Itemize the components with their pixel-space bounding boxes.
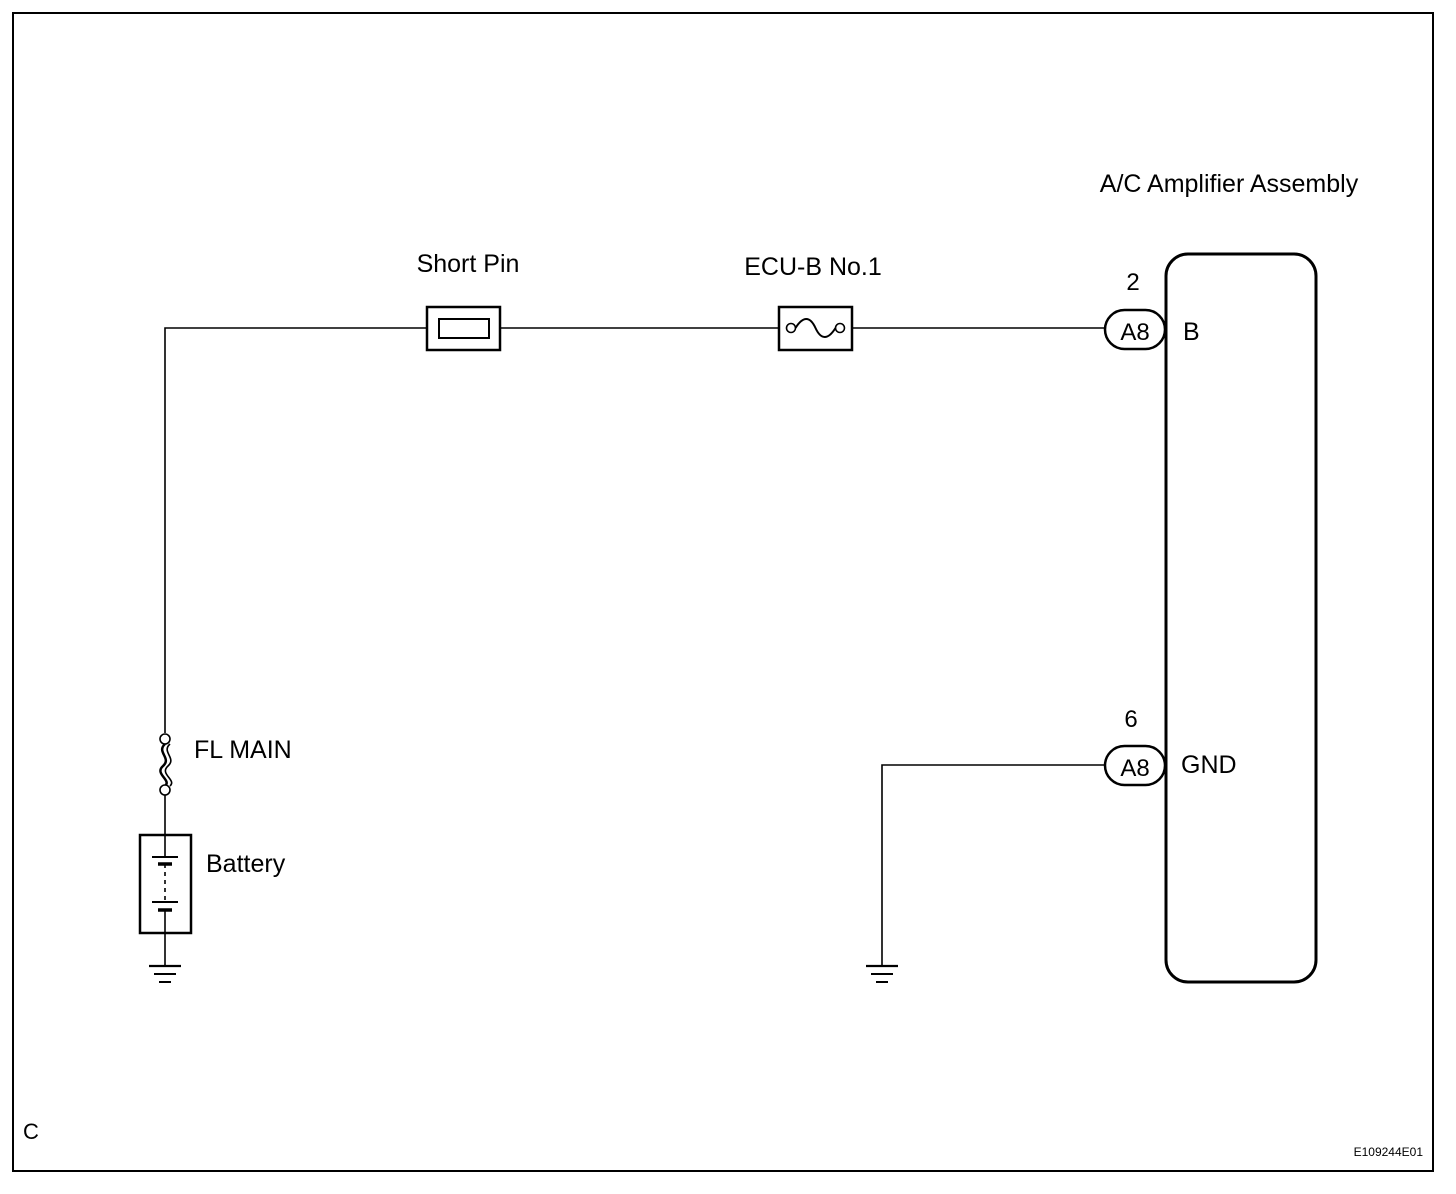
connector-bottom-name: A8	[1120, 755, 1149, 782]
short-pin-label: Short Pin	[417, 250, 520, 278]
ground-wire	[881, 764, 1105, 966]
connector-top: A8	[1103, 308, 1167, 351]
terminal-b-label: B	[1183, 318, 1200, 346]
corner-letter: C	[23, 1119, 39, 1144]
diagram-frame	[12, 12, 1434, 1172]
figure-code: E109244E01	[1354, 1145, 1424, 1159]
ground-symbol-right	[866, 964, 898, 983]
ground-symbol-left	[149, 964, 181, 983]
connector-bottom: A8	[1103, 744, 1167, 787]
ecu-b-fuse-label: ECU-B No.1	[744, 253, 882, 281]
fl-main-label: FL MAIN	[194, 736, 292, 764]
fl-main-fusible-link	[159, 733, 173, 796]
connector-bottom-pin: 6	[1124, 706, 1137, 733]
amplifier-label: A/C Amplifier Assembly	[1100, 170, 1359, 198]
supply-wire	[164, 327, 427, 733]
battery-label: Battery	[206, 850, 286, 878]
connector-top-name: A8	[1120, 319, 1149, 346]
ecu-b-fuse-symbol	[777, 305, 854, 352]
short-pin-symbol	[425, 305, 502, 352]
battery-symbol	[138, 833, 193, 935]
connector-top-pin: 2	[1126, 269, 1139, 296]
amplifier-body	[1164, 252, 1318, 984]
terminal-gnd-label: GND	[1181, 751, 1237, 779]
